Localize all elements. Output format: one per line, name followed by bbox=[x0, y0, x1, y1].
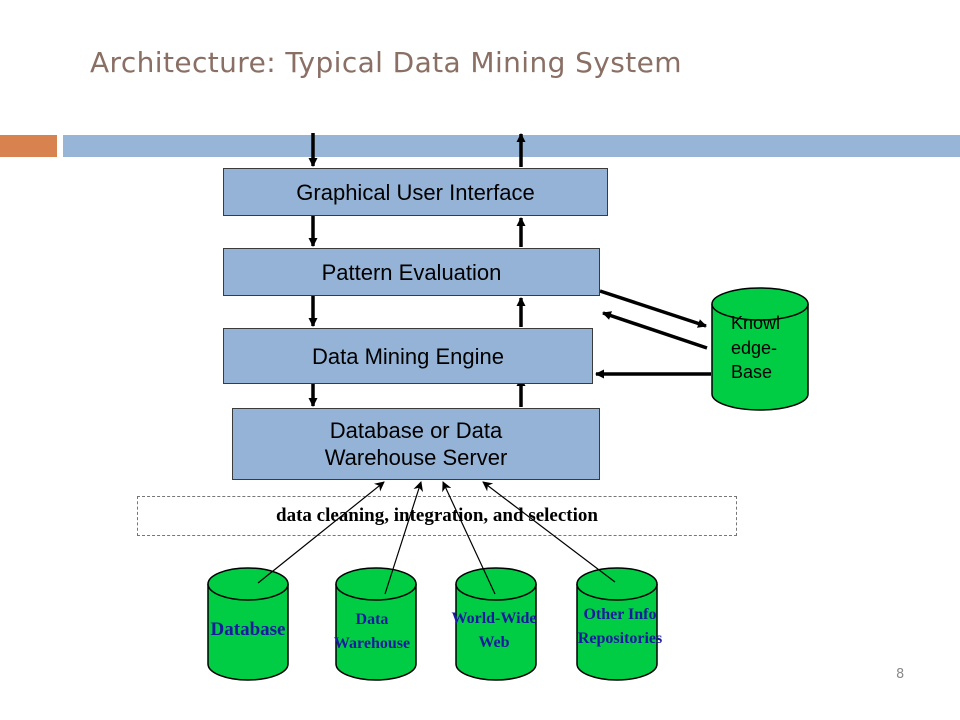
data-mining-engine-box: Data Mining Engine bbox=[223, 328, 593, 384]
arrow-warehouse-to-server bbox=[384, 481, 424, 595]
database-label: Database bbox=[210, 619, 286, 640]
kb-label-line3: Base bbox=[731, 362, 773, 382]
accent-bar-blue bbox=[63, 135, 960, 157]
accent-bar-orange bbox=[0, 135, 57, 157]
gui-layer-label: Graphical User Interface bbox=[296, 179, 535, 205]
data-warehouse-label: Data Warehouse bbox=[316, 608, 428, 656]
page-number: 8 bbox=[896, 667, 905, 682]
database-cylinder bbox=[207, 567, 289, 681]
kb-label-line2: edge- bbox=[731, 337, 778, 358]
arrow-pattern-to-kb bbox=[599, 289, 707, 328]
server-label-line1: Database or Data bbox=[329, 418, 503, 443]
knowledge-base-label: Knowl edge- Base bbox=[731, 311, 780, 385]
preprocessing-box: data cleaning, integration, and selectio… bbox=[137, 496, 737, 536]
arrow-other-to-server bbox=[482, 481, 616, 583]
other-repositories-label: Other Info Repositories bbox=[555, 603, 685, 651]
data-warehouse-label-line1: Data bbox=[355, 611, 389, 628]
slide-title: Architecture: Typical Data Mining System bbox=[90, 46, 682, 79]
data-warehouse-label-line2: Warehouse bbox=[333, 635, 411, 652]
other-repositories-cylinder bbox=[576, 567, 658, 681]
server-label-line2: Warehouse Server bbox=[324, 445, 508, 470]
pattern-evaluation-label: Pattern Evaluation bbox=[321, 259, 502, 285]
knowledge-base-cylinder bbox=[711, 287, 809, 411]
arrow-www-to-server bbox=[442, 481, 496, 595]
kb-label-line1: Knowl bbox=[731, 313, 781, 333]
preprocessing-label: data cleaning, integration, and selectio… bbox=[276, 505, 598, 526]
www-label-line2: Web bbox=[478, 634, 510, 651]
data-warehouse-cylinder bbox=[335, 567, 417, 681]
world-wide-web-label: World-Wide Web bbox=[431, 607, 557, 655]
arrow-database-to-server bbox=[257, 481, 385, 584]
other-label-line1: Other Info bbox=[583, 606, 657, 623]
data-mining-engine-label: Data Mining Engine bbox=[311, 343, 504, 369]
database-server-box: Database or Data Warehouse Server bbox=[232, 408, 600, 480]
other-label-line2: Repositories bbox=[577, 630, 663, 647]
world-wide-web-cylinder bbox=[455, 567, 537, 681]
gui-layer-box: Graphical User Interface bbox=[223, 168, 608, 216]
arrow-kb-to-pattern bbox=[602, 311, 708, 350]
www-label-line1: World-Wide bbox=[451, 610, 537, 627]
pattern-evaluation-box: Pattern Evaluation bbox=[223, 248, 600, 296]
